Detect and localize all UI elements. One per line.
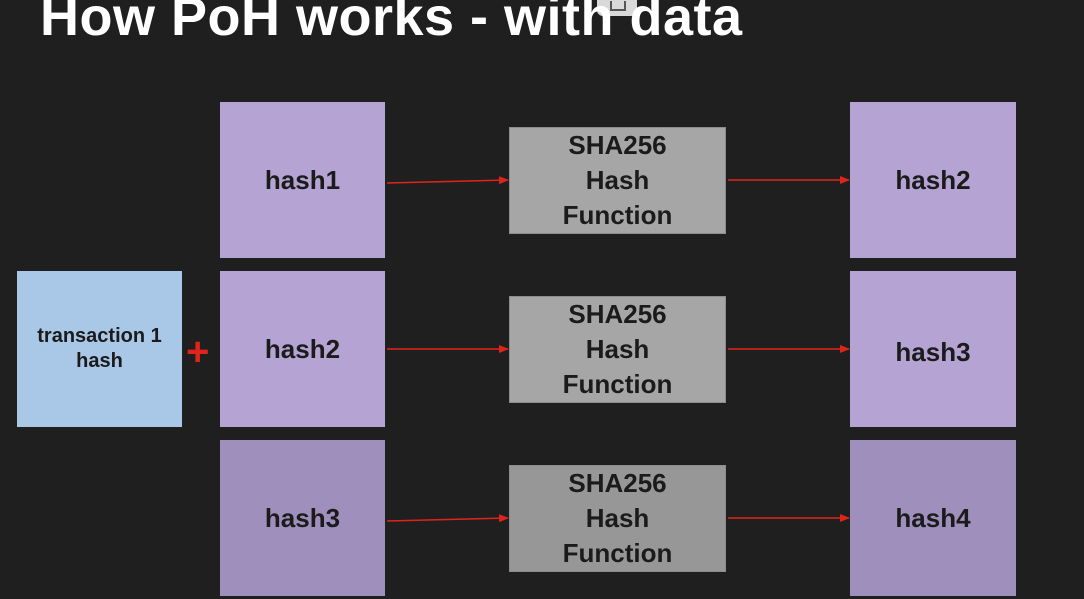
output-hash-box-3: hash4 <box>850 440 1016 596</box>
output-hash-label: hash4 <box>895 502 971 533</box>
hash-function-label: SHA256 Hash Function <box>562 468 673 568</box>
window-tab-icon[interactable] <box>597 0 637 16</box>
input-hash-box-1: hash1 <box>220 102 385 258</box>
input-hash-box-2: hash2 <box>220 271 385 427</box>
output-hash-label: hash2 <box>895 164 971 195</box>
arrow-row1-in <box>386 176 509 185</box>
plus-icon: + <box>186 330 210 374</box>
input-hash-label: hash2 <box>264 333 341 364</box>
input-hash-label: hash3 <box>264 502 341 533</box>
arrow-row3-in <box>386 514 509 523</box>
input-hash-label: hash1 <box>264 164 341 195</box>
transaction-hash-label: transaction 1 hash <box>37 325 162 372</box>
hash-function-box-1: SHA256 Hash Function <box>509 127 726 234</box>
output-hash-box-2: hash3 <box>850 271 1016 427</box>
transaction-hash-box: transaction 1 hash <box>17 271 182 427</box>
output-hash-box-1: hash2 <box>850 102 1016 258</box>
hash-function-label: SHA256 Hash Function <box>562 130 673 230</box>
input-hash-box-3: hash3 <box>220 440 385 596</box>
hash-function-box-2: SHA256 Hash Function <box>509 296 726 403</box>
hash-function-box-3: SHA256 Hash Function <box>509 465 726 572</box>
output-hash-label: hash3 <box>895 336 971 367</box>
slide-title: How PoH works - with data <box>40 0 743 47</box>
hash-function-label: SHA256 Hash Function <box>562 299 673 399</box>
